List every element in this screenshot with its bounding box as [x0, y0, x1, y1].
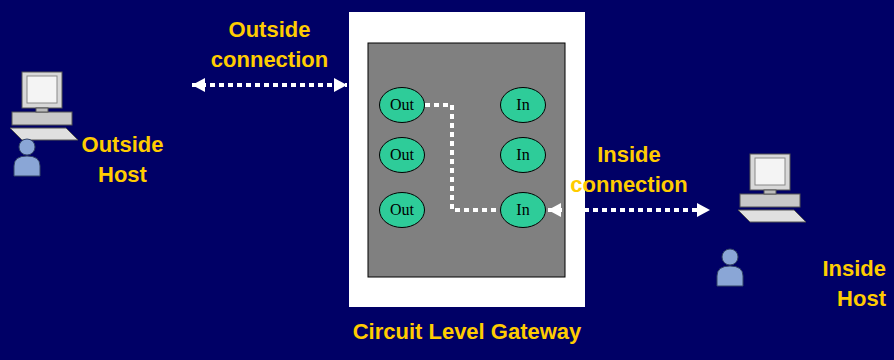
arrow-head — [334, 78, 347, 92]
port-label: In — [516, 96, 529, 114]
connection-arrow — [548, 203, 710, 217]
port-ellipse: In — [500, 192, 546, 228]
connection-arrow — [425, 105, 500, 210]
host-node: Inside Host — [712, 148, 890, 318]
dotted-line — [548, 208, 710, 212]
host-node: Outside Host — [0, 68, 190, 198]
gateway-housing — [349, 12, 585, 307]
gateway-title: Circuit Level Gateway — [353, 317, 582, 347]
arrow-head — [697, 203, 710, 217]
host-label-box: Inside Host — [796, 254, 886, 314]
port-label: Out — [390, 96, 414, 114]
port-ellipse: Out — [379, 192, 425, 228]
port-label: In — [516, 201, 529, 219]
connection-label: Inside connection — [549, 140, 709, 200]
gateway-core — [368, 43, 565, 277]
host-label-box: Outside Host — [60, 130, 185, 190]
arrow-head — [548, 203, 561, 217]
host-label: Inside Host — [796, 254, 886, 314]
port-label: In — [516, 146, 529, 164]
connection-arrow — [192, 78, 347, 92]
person-icon — [717, 249, 743, 286]
person-icon — [14, 139, 40, 176]
port-label: Out — [390, 146, 414, 164]
port-ellipse: Out — [379, 87, 425, 123]
dotted-line — [192, 83, 347, 87]
dotted-line — [425, 105, 500, 210]
gateway-box: Circuit Level GatewayOutInOutInOutIn — [349, 12, 585, 307]
computer-icon — [10, 72, 78, 140]
port-ellipse: Out — [379, 137, 425, 173]
arrow-head — [192, 78, 205, 92]
connection-label: Outside connection — [190, 15, 350, 75]
host-label: Outside Host — [60, 130, 185, 190]
port-ellipse: In — [500, 87, 546, 123]
port-label: Out — [390, 201, 414, 219]
port-ellipse: In — [500, 137, 546, 173]
computer-icon — [738, 154, 806, 222]
